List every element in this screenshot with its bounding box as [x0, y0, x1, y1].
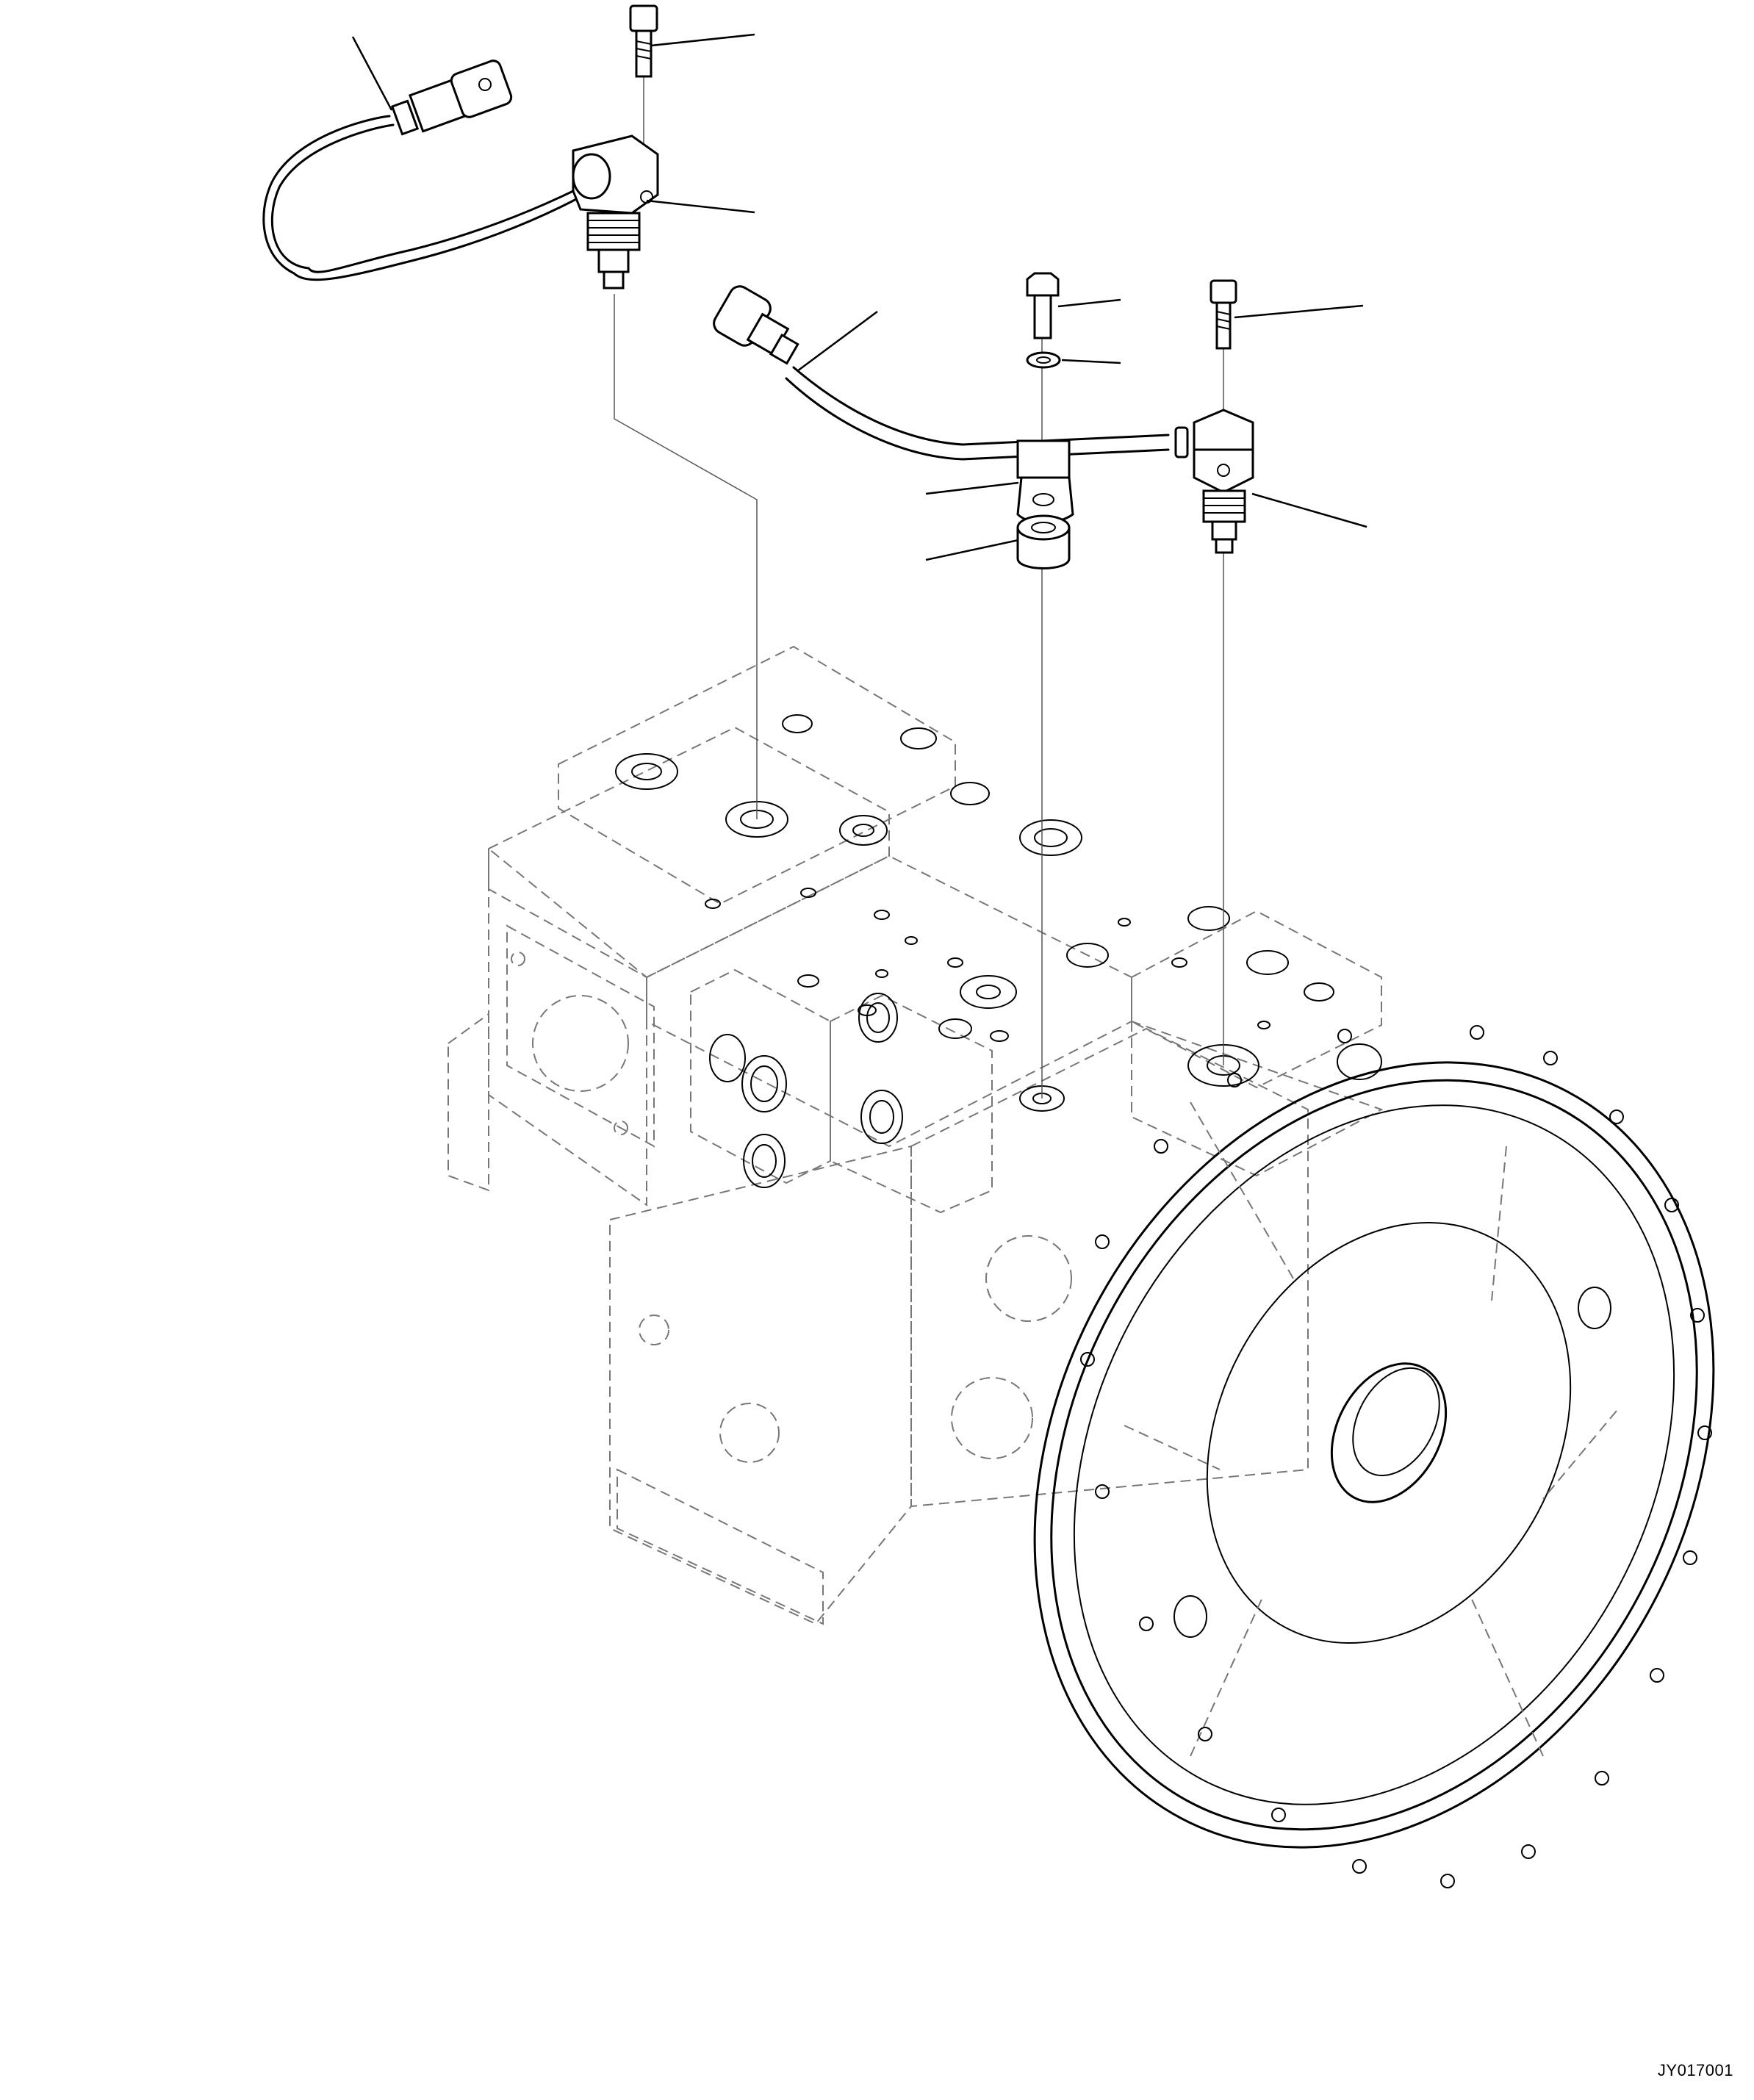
spacer-collar-icon [1016, 514, 1071, 569]
hex-bolt-icon [1026, 272, 1060, 339]
leader-lines [351, 33, 1367, 561]
sensor-harness-icon [713, 285, 1189, 461]
explode-center-lines [614, 24, 1224, 1098]
drawing-code: JY017001 [1657, 2061, 1733, 2079]
clamp-icon [1016, 439, 1074, 524]
socket-head-bolt-icon [1210, 279, 1237, 350]
flywheel-housing-icon [1033, 1025, 1715, 1888]
pressure-sensor-icon [1193, 409, 1254, 554]
socket-head-bolt-icon [629, 4, 658, 78]
washer-icon [1026, 351, 1061, 369]
speed-sensor-with-harness-icon [262, 60, 659, 290]
hydraulic-pump-assembly-icon [448, 645, 1384, 1625]
